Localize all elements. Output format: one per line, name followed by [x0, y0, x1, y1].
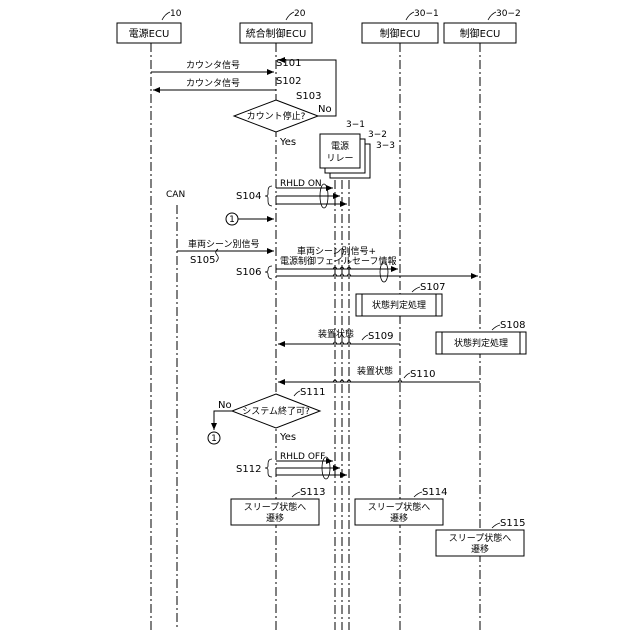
- process-state-judge-2: 状態判定処理: [436, 332, 526, 354]
- counter-signal-2-label: カウンタ信号: [186, 77, 240, 89]
- state-judge-2-label: 状態判定処理: [454, 337, 508, 349]
- scene-signal-failsafe-line1: 車両シーン別信号+: [297, 245, 376, 257]
- decision-system-end-yes: Yes: [279, 432, 296, 443]
- decision-count-stop-no: No: [318, 104, 332, 115]
- decision-count-stop-label: カウント停止?: [247, 110, 306, 122]
- step-s115: S115: [500, 518, 525, 529]
- decision-system-end-label: システム終了可?: [242, 405, 310, 417]
- step-s103: S103: [296, 91, 321, 102]
- process-sleep-1: スリープ状態へ 遷移: [231, 499, 319, 525]
- message-counter-signal-2: カウンタ信号: [153, 77, 276, 90]
- step-s104: S104: [236, 191, 261, 202]
- node-control-ecu-2-ref: 30−2: [496, 9, 521, 19]
- step-s109: S109: [368, 331, 393, 342]
- connector-1-to-integrated: 1: [226, 213, 274, 225]
- message-counter-signal-1: カウンタ信号: [151, 59, 274, 72]
- step-s108: S108: [500, 320, 525, 331]
- step-s106: S106: [236, 267, 261, 278]
- step-s102: S102: [276, 76, 301, 87]
- power-relays: 電源 リレー 3−1 3−2 3−3: [320, 120, 395, 178]
- step-s107: S107: [420, 282, 445, 293]
- relay-ref-3: 3−3: [376, 141, 395, 151]
- counter-signal-1-label: カウンタ信号: [186, 59, 240, 71]
- node-integrated-ecu-label: 統合制御ECU: [246, 27, 307, 40]
- process-state-judge-1: 状態判定処理: [356, 294, 442, 316]
- relay-ref-1: 3−1: [346, 120, 365, 130]
- can-label: CAN: [166, 190, 185, 200]
- power-relay-line1: 電源: [331, 141, 349, 152]
- node-integrated-ecu: 統合制御ECU 20: [240, 9, 312, 43]
- node-power-ecu-ref: 10: [170, 9, 182, 19]
- decision-system-end: システム終了可? No Yes 1: [208, 394, 320, 444]
- message-device-state-2: 装置状態: [278, 365, 480, 382]
- process-sleep-3: スリープ状態へ 遷移: [436, 530, 524, 556]
- step-s112: S112: [236, 464, 261, 475]
- sleep-2-line2: 遷移: [390, 512, 408, 524]
- device-state-2-label: 装置状態: [357, 365, 393, 377]
- message-scene-signal: 車両シーン別信号: [177, 238, 274, 251]
- decision-system-end-no: No: [218, 400, 232, 411]
- lifelines: [151, 43, 480, 630]
- sleep-1-line1: スリープ状態へ: [244, 501, 306, 513]
- step-s114: S114: [422, 487, 447, 498]
- sleep-2-line1: スリープ状態へ: [368, 501, 430, 513]
- message-scene-signal-failsafe: 車両シーン別信号+ 電源制御フェイルセーフ情報: [265, 245, 478, 282]
- rhld-off-label: RHLD OFF: [280, 452, 325, 462]
- connector-1-label-bottom: 1: [211, 434, 217, 444]
- step-s113: S113: [300, 487, 325, 498]
- process-sleep-2: スリープ状態へ 遷移: [355, 499, 443, 525]
- node-control-ecu-1-ref: 30−1: [414, 9, 439, 19]
- relay-ref-2: 3−2: [368, 130, 387, 140]
- step-s110: S110: [410, 369, 435, 380]
- state-judge-1-label: 状態判定処理: [372, 299, 426, 311]
- decision-count-stop-yes: Yes: [279, 137, 296, 148]
- sleep-3-line2: 遷移: [471, 543, 489, 555]
- sleep-1-line2: 遷移: [266, 512, 284, 524]
- sleep-3-line1: スリープ状態へ: [449, 532, 511, 544]
- node-control-ecu-2: 制御ECU 30−2: [444, 9, 521, 43]
- step-s111: S111: [300, 387, 325, 398]
- scene-signal-label: 車両シーン別信号: [188, 238, 260, 250]
- rhld-on-label: RHLD ON: [280, 179, 322, 189]
- step-s105: S105: [190, 255, 215, 266]
- power-relay-line2: リレー: [326, 154, 353, 164]
- node-power-ecu: 電源ECU 10: [117, 9, 182, 43]
- device-state-1-label: 装置状態: [318, 328, 354, 340]
- node-power-ecu-label: 電源ECU: [129, 27, 170, 40]
- connector-1-label: 1: [229, 215, 235, 225]
- node-control-ecu-2-label: 制御ECU: [460, 27, 501, 40]
- node-integrated-ecu-ref: 20: [294, 9, 306, 19]
- scene-signal-failsafe-line2: 電源制御フェイルセーフ情報: [280, 255, 396, 267]
- node-control-ecu-1: 制御ECU 30−1: [362, 9, 439, 43]
- node-control-ecu-1-label: 制御ECU: [380, 27, 421, 40]
